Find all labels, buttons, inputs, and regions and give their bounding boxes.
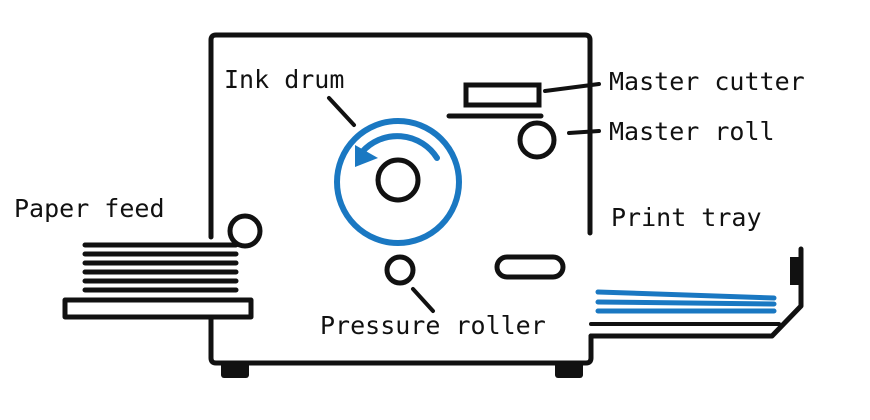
paper-feed-stack [82,242,239,293]
print-tray-stop [790,257,799,285]
label-print-tray: Print tray [611,203,762,232]
label-pressure-roller: Pressure roller [320,311,546,340]
ink-drum-hub [375,157,421,203]
master-cutter [463,82,542,108]
paper-feed-roller [227,213,263,249]
printed-sheets [595,289,777,314]
print-tray [588,246,804,339]
machine-foot-left [221,362,249,378]
label-master-cutter: Master cutter [609,67,805,96]
ink-drum [334,118,462,246]
machine-body [208,32,594,366]
leader-ink-drum [327,96,356,127]
paper-feed-tray [62,297,254,320]
master-roll [517,120,557,160]
rotation-arrow [359,133,440,161]
printed-sheet [595,299,777,307]
rotation-arrowhead [355,145,378,167]
machine-foot-right [555,362,583,378]
leader-pressure-roller [411,287,435,313]
label-master-roll: Master roll [609,117,775,146]
label-paper-feed: Paper feed [14,194,165,223]
printed-sheet [595,289,777,301]
label-ink-drum: Ink drum [224,65,344,94]
leader-master-roll [567,129,601,135]
pressure-roller [384,254,416,286]
exit-slot [494,254,566,280]
leader-master-cutter [543,82,601,93]
